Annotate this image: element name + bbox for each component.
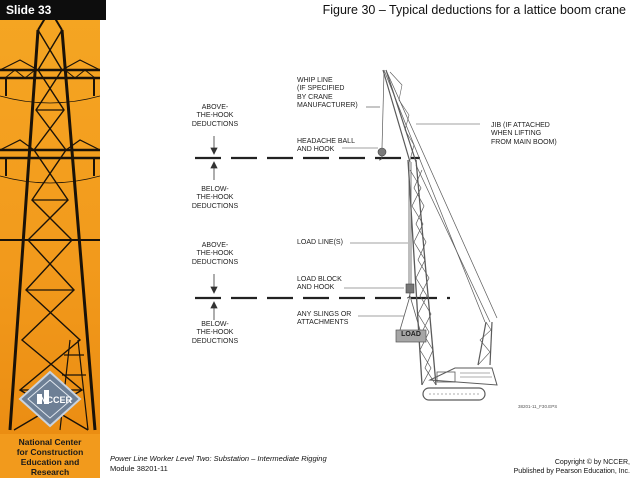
deduction-arrows	[210, 136, 218, 320]
copyright-line-1: Copyright © by NCCER,	[554, 459, 630, 466]
copyright-line-2: Published by Pearson Education, Inc.	[513, 468, 630, 475]
footer-course-info: Power Line Worker Level Two: Substation …	[110, 454, 327, 473]
org-line-4: Research	[30, 467, 70, 477]
below-hook-deductions-label-2: BELOW- THE-HOOK DEDUCTIONS	[191, 321, 239, 345]
organization-name: National Center for Construction Educati…	[0, 434, 100, 478]
above-hook-deductions-label-1: ABOVE- THE-HOOK DEDUCTIONS	[191, 104, 239, 128]
nccer-logo-icon: NCCER	[18, 370, 82, 428]
below-hook-deductions-label-1: BELOW- THE-HOOK DEDUCTIONS	[191, 186, 239, 210]
org-line-1: National Center	[18, 437, 82, 447]
course-title: Power Line Worker Level Two: Substation …	[110, 454, 327, 463]
svg-text:NCCER: NCCER	[40, 395, 73, 405]
above-hook-deductions-label-2: ABOVE- THE-HOOK DEDUCTIONS	[191, 242, 239, 266]
org-line-2: for Construction	[16, 447, 84, 457]
figure-reference-code: 38201-11_F30.EPS	[518, 404, 558, 409]
jib-label: JIB (IF ATTACHED WHEN LIFTING FROM MAIN …	[491, 122, 557, 146]
module-number: Module 38201-11	[110, 463, 168, 473]
load-block-label: LOAD BLOCK AND HOOK	[297, 276, 342, 292]
slide-number-badge: Slide 33	[0, 0, 106, 20]
figure-title: Figure 30 – Typical deductions for a lat…	[322, 3, 626, 17]
deduction-reference-lines	[195, 156, 450, 300]
org-line-3: Education and	[20, 457, 80, 467]
load-lines-label: LOAD LINE(S)	[297, 239, 343, 246]
footer-copyright: Copyright © by NCCER, Published by Pears…	[514, 458, 630, 476]
whip-line-label: WHIP LINE (IF SPECIFIED BY CRANE MANUFAC…	[297, 77, 358, 110]
crane-deductions-diagram	[195, 69, 498, 401]
leader-lines	[342, 106, 480, 317]
slings-label: ANY SLINGS OR ATTACHMENTS	[297, 311, 352, 327]
nccer-logo: NCCER	[18, 370, 82, 433]
headache-ball-label: HEADACHE BALL AND HOOK	[297, 138, 355, 154]
load-text: LOAD	[401, 331, 421, 338]
hooks-and-load	[377, 147, 427, 343]
load-box	[395, 329, 427, 343]
lattice-crane	[381, 69, 498, 401]
